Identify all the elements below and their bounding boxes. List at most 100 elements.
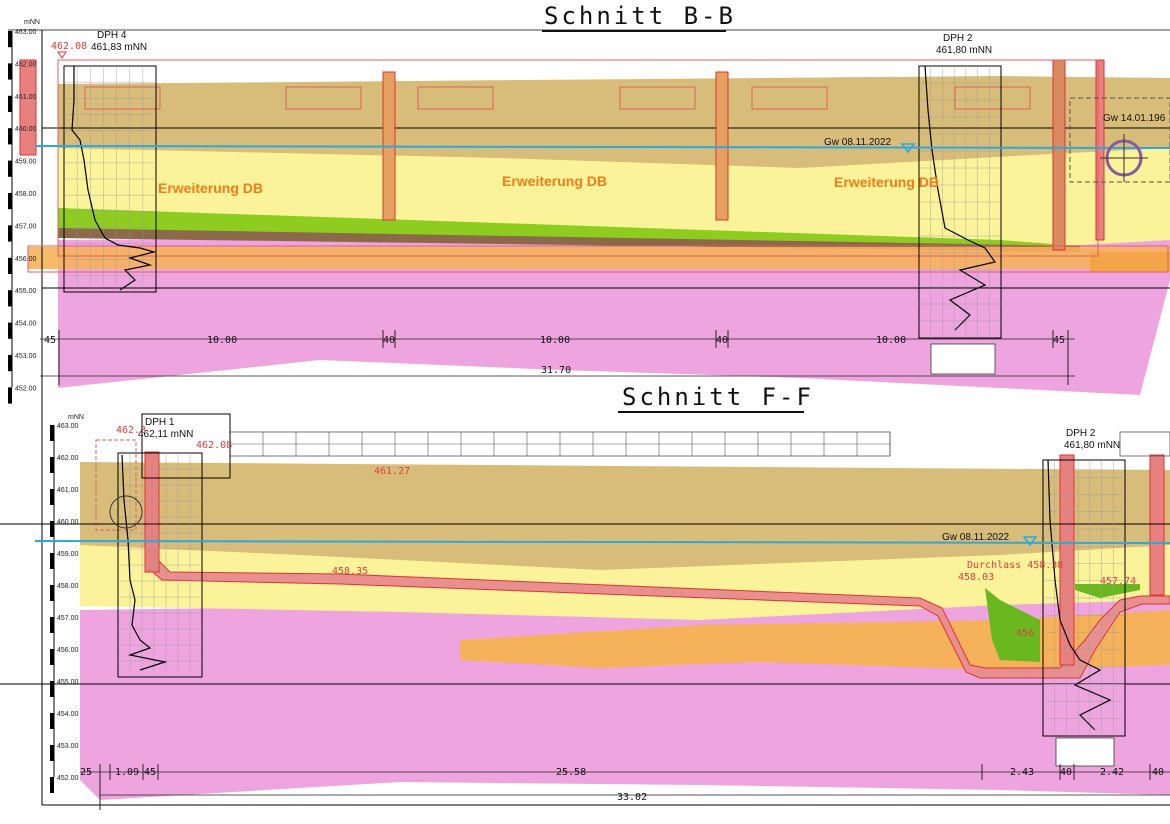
title-ff: Schnitt F-F (622, 383, 814, 411)
dim-bb-1: 45 (44, 335, 56, 346)
red-frame-bottom-bb (27, 245, 1169, 273)
elevation-ff-tick (50, 649, 54, 665)
dph2-name-bb: DPH 2 (943, 33, 973, 44)
dph4-level: 461,83 mNN (91, 42, 147, 53)
elevation-bb-tick (8, 31, 12, 48)
elevation-ff-label: 457.00 (57, 615, 79, 622)
groundwater-line-ff (34, 540, 1170, 544)
elevation-ff-tick (50, 617, 54, 633)
probe-grid-dph1 (118, 453, 202, 677)
section-bb: 463.00462.00461.00460.00459.00458.00457.… (8, 2, 1170, 404)
title-bb: Schnitt B-B (544, 2, 736, 30)
dph2-level-ff: 461,80 mNN (1064, 440, 1120, 451)
elevation-ff-tick (50, 777, 54, 793)
dph1-box (141, 413, 231, 479)
extension-label-1: Erweiterung DB (158, 180, 263, 196)
dim-ff-5: 2.43 (1010, 767, 1034, 778)
red-box-3 (417, 86, 494, 110)
gw-label-right-bb: Gw 14.01.196 (1103, 113, 1166, 124)
dim-ff-8: 40 (1152, 767, 1164, 778)
probe-chart-dph2-bb: DPH 2 461,80 mNN (918, 33, 1002, 375)
extension-label-3: Erweiterung DB (834, 174, 939, 190)
elevation-bb-label: 461.00 (15, 94, 37, 101)
top-level-bb: 462.08 (51, 41, 87, 52)
red-box-5 (751, 86, 828, 110)
elevation-bb-tick (8, 257, 12, 274)
elevation-ff-tick (50, 457, 54, 473)
elevation-ff-label: 459.00 (57, 551, 79, 558)
durchlass-label: Durchlass 458.38 (967, 560, 1063, 571)
dim-bb-6: 10.00 (876, 335, 906, 346)
section-ff: 463.00462.00461.00460.00459.00458.00457.… (0, 383, 1170, 810)
elevation-bb-label: 463.00 (15, 29, 37, 36)
dim-bb-5: 40 (716, 335, 728, 346)
dph1-name: DPH 1 (145, 417, 175, 428)
elevation-bb-tick (8, 193, 12, 210)
elevation-bb-label: 462.00 (15, 61, 37, 68)
elevation-bb-label: 456.00 (15, 256, 37, 263)
gw-label-left-bb: Gw 08.11.2022 (824, 137, 892, 148)
elevation-bb-label: 459.00 (15, 159, 37, 166)
level-d-ff: 457.74 (1100, 576, 1136, 587)
probe-chart-dph1: DPH 1 462,11 mNN (109, 413, 231, 678)
elevation-bb-tick (8, 95, 12, 112)
probe-curve-dph2-ff (1047, 459, 1112, 731)
elevation-ff-label: 458.00 (57, 583, 79, 590)
top-level-b-ff: 462.08 (196, 440, 232, 451)
elevation-bb-label: 455.00 (15, 288, 37, 295)
elevation-ff-label: 461.00 (57, 487, 79, 494)
water-marker-bb (900, 143, 916, 154)
dph2-level-bb: 461,80 mNN (936, 45, 992, 56)
total-bb: 31.70 (541, 365, 571, 376)
railing-ff (229, 431, 1170, 457)
dim-ff-4: 25.58 (556, 767, 586, 778)
probe-chart-dph4: DPH 4 461,83 mNN (63, 30, 157, 293)
red-pile-ff-1 (144, 451, 160, 573)
total-ff: 33.02 (617, 792, 647, 803)
circle-marker-ff (109, 495, 143, 529)
soil-orange-band-bb (28, 247, 1170, 269)
probe-curve-dph4 (71, 66, 157, 291)
elevation-ff-label: 454.00 (57, 711, 79, 718)
green-fill-ff (985, 588, 1040, 662)
elevation-bb-label: 457.00 (15, 223, 37, 230)
elevation-bb-label: 454.00 (15, 321, 37, 328)
soil-brown-layer-bb (58, 76, 1170, 168)
level-b-ff: 458.35 (332, 566, 368, 577)
green-fill-right-ff (1075, 584, 1140, 598)
dim-ff-6: 40 (1060, 767, 1072, 778)
elevation-ff-tick (50, 745, 54, 761)
elevation-bb-tick (8, 387, 12, 404)
red-box-6 (954, 86, 1031, 110)
elevation-ff-label: 456.00 (57, 647, 79, 654)
elevation-ff-tick (50, 681, 54, 697)
probe-chart-dph2-ff: DPH 2 461,80 mNN (1042, 428, 1126, 767)
elevation-ff-label: 455.00 (57, 679, 79, 686)
top-level-marker-bb (57, 51, 67, 59)
elevation-bb-label: 458.00 (15, 191, 37, 198)
dim-ff-7: 2.42 (1100, 767, 1124, 778)
top-level-a-ff: 462.3 (116, 425, 146, 436)
dph2-name-ff: DPH 2 (1066, 428, 1096, 439)
dim-bb-3: 40 (383, 335, 395, 346)
soil-green-layer-bb (58, 208, 1080, 250)
red-box-1 (84, 86, 161, 110)
elevation-ff-label: 452.00 (57, 775, 79, 782)
red-channel-ff (144, 454, 1170, 679)
elevation-ff-tick (50, 425, 54, 441)
elevation-bb-tick (8, 160, 12, 177)
probe-grid-dph2-ff (1043, 460, 1125, 736)
elevation-bb-tick (8, 290, 12, 307)
soil-orange-band-right (1090, 252, 1170, 272)
unit-label-bb: mNN (24, 19, 40, 26)
dim-ff-2: 1.09 (115, 767, 139, 778)
elevation-ff-label: 463.00 (57, 423, 79, 430)
probe-table-bb (930, 343, 996, 375)
red-box-4 (619, 86, 696, 110)
dim-ff-3: 45 (144, 767, 156, 778)
elevation-bb-tick (8, 63, 12, 80)
red-pile-3-bb (1052, 59, 1066, 251)
dim-bb-7: 45 (1053, 335, 1065, 346)
elevation-bb-label: 453.00 (15, 353, 37, 360)
